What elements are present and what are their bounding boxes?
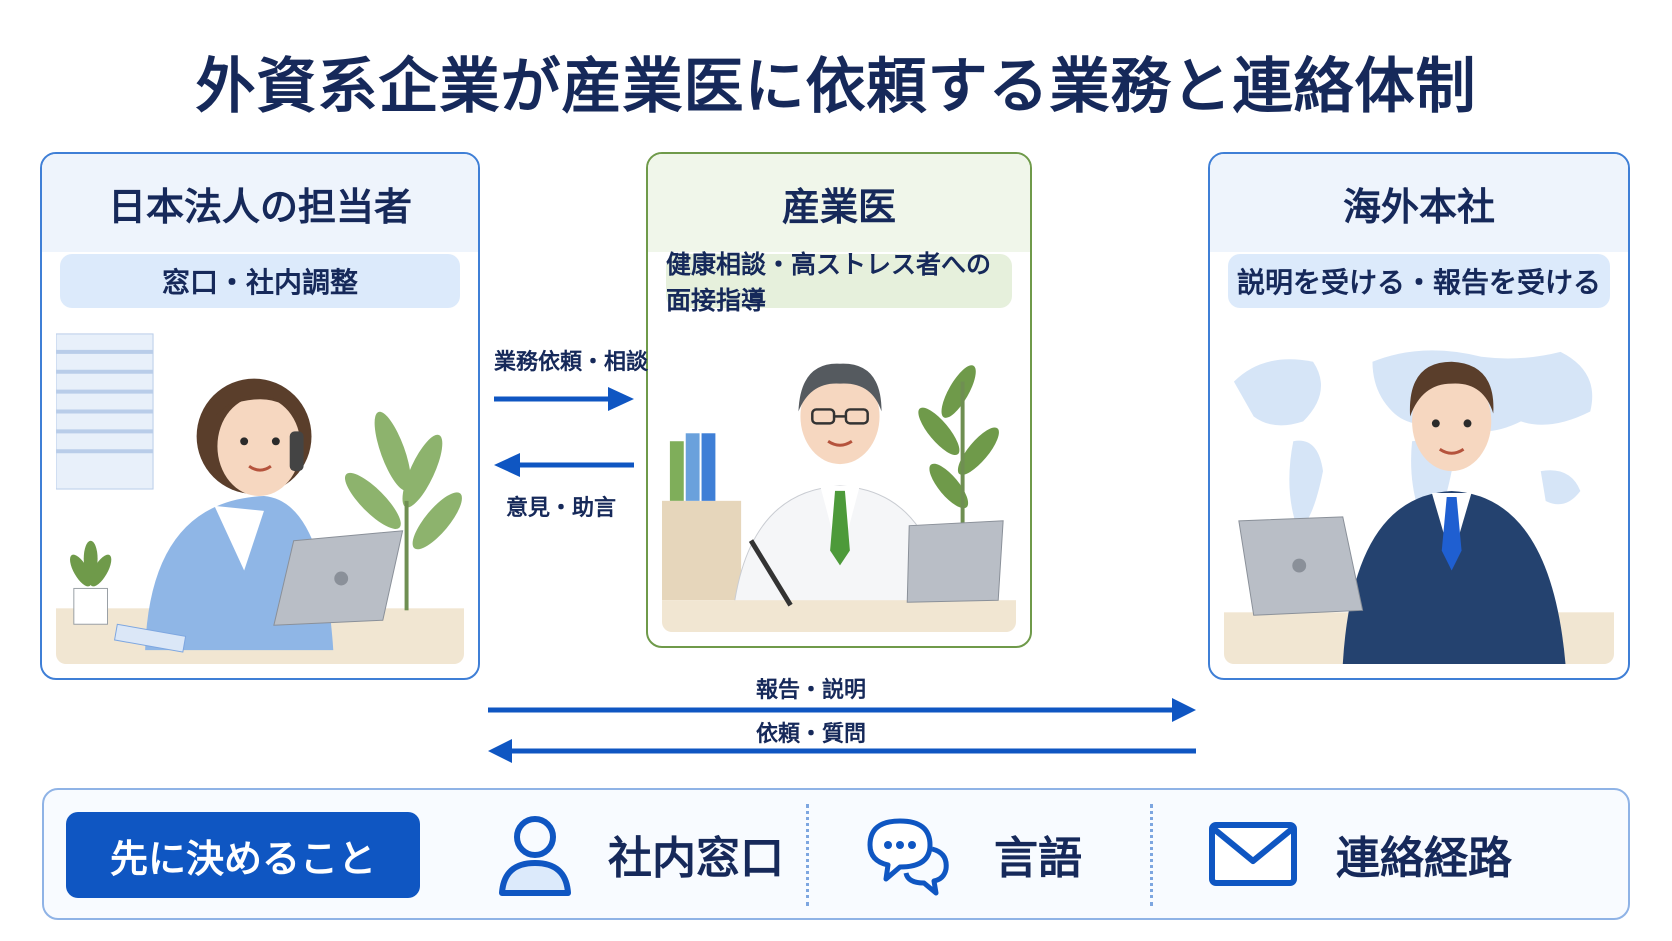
divider-2	[1150, 804, 1153, 906]
label-request-question: 依頼・質問	[756, 722, 867, 747]
person-icon	[499, 816, 571, 896]
item-internal-contact: 社内窓口	[490, 804, 784, 904]
japan-staff-role: 窓口・社内調整	[60, 254, 460, 308]
item-language-label: 言語	[994, 833, 1082, 884]
item-language: 言語	[862, 804, 1082, 904]
overseas-hq-role: 説明を受ける・報告を受ける	[1228, 254, 1610, 308]
japan-staff-title: 日本法人の担当者	[42, 154, 478, 252]
doctor-title: 産業医	[648, 154, 1030, 252]
doctor-role: 健康相談・高ストレス者への面接指導	[666, 250, 1012, 315]
page-title: 外資系企業が産業医に依頼する業務と連絡体制	[195, 52, 1477, 122]
label-request-consult: 業務依頼・相談	[494, 350, 649, 375]
doctor-illustration	[662, 322, 1016, 632]
envelope-icon	[1209, 822, 1297, 886]
label-report-explain: 報告・説明	[756, 678, 867, 703]
label-opinion-advice: 意見・助言	[506, 496, 617, 521]
decide-first-panel: 先に決めること 社内窓口 言語 連絡経路	[42, 788, 1630, 920]
arrow-left-from-hq	[488, 739, 1196, 763]
doctor-card: 産業医 健康相談・高ストレス者への面接指導	[646, 152, 1032, 648]
overseas-hq-illustration	[1224, 322, 1614, 664]
arrow-left-from-doctor	[494, 453, 634, 477]
japan-staff-card: 日本法人の担当者 窓口・社内調整	[40, 152, 480, 680]
arrow-right-to-hq	[488, 698, 1196, 722]
item-contact-route-label: 連絡経路	[1336, 833, 1512, 884]
chat-bubbles-icon	[867, 818, 949, 896]
divider-1	[806, 804, 809, 906]
decide-first-heading: 先に決めること	[66, 812, 420, 898]
overseas-hq-title: 海外本社	[1210, 154, 1628, 252]
overseas-hq-card: 海外本社 説明を受ける・報告を受ける	[1208, 152, 1630, 680]
item-contact-route: 連絡経路	[1208, 804, 1512, 904]
japan-staff-illustration	[56, 322, 464, 664]
arrow-right-to-doctor	[494, 387, 634, 411]
item-internal-contact-label: 社内窓口	[608, 833, 784, 884]
